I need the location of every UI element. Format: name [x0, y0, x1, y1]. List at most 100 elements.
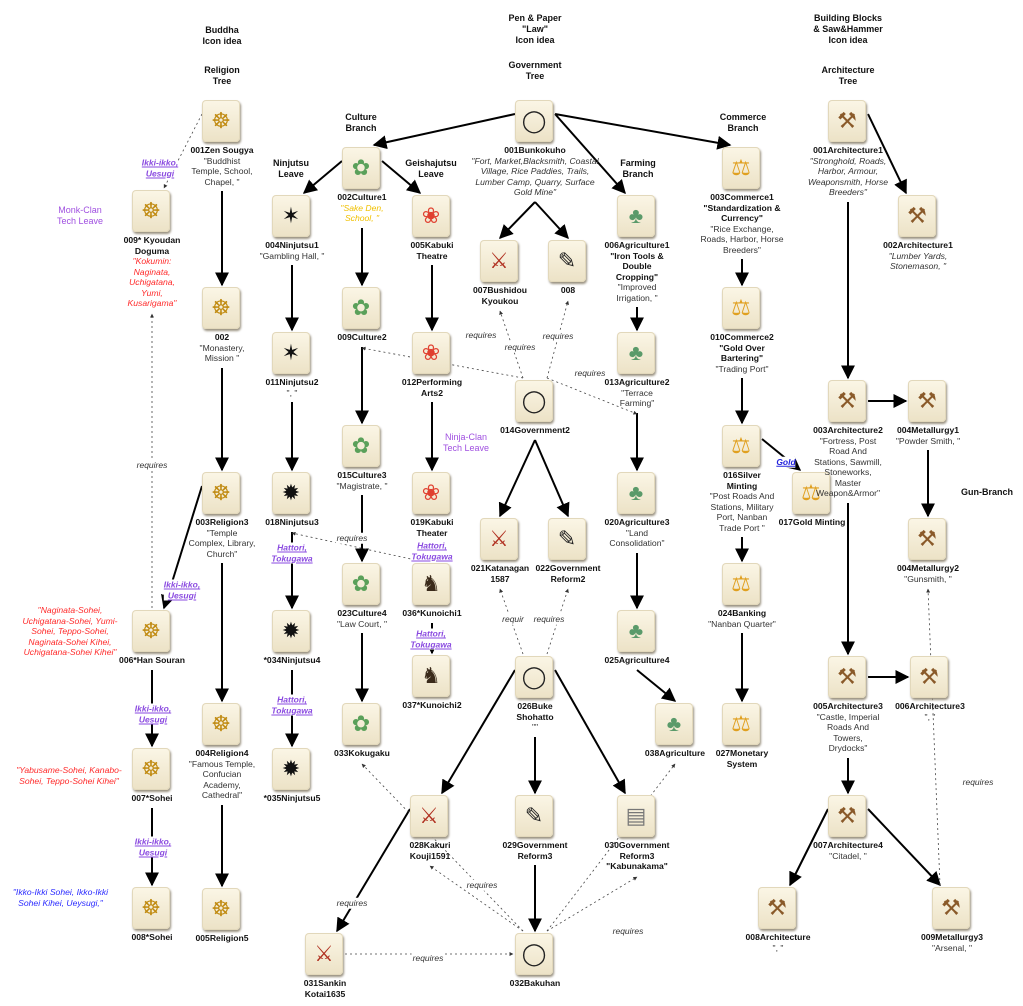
shuriken-icon[interactable]: ✹ — [272, 472, 310, 514]
tech-unlocks: "Castle, Imperial Roads And Towers, Dryd… — [816, 711, 880, 754]
tech-node-label: 032Bakuhan — [510, 978, 561, 989]
rice-ox-icon[interactable]: ♣ — [655, 703, 693, 745]
unlock-arrow-arc1-arc2 — [867, 113, 907, 195]
rice-ox-icon[interactable]: ♣ — [617, 472, 655, 514]
saw-hammer-icon[interactable]: ⚒ — [828, 100, 866, 142]
tech-title: 023Culture4 — [337, 608, 387, 618]
tech-unlocks: ", " — [772, 942, 784, 953]
requires-arrow-gov32-gov30 — [546, 876, 638, 932]
monk-icon[interactable]: ☸ — [132, 190, 170, 232]
bushido-scroll-icon[interactable]: ✎ — [548, 518, 586, 560]
tea-ceremony-icon[interactable]: ✿ — [342, 703, 380, 745]
bushido-scroll-icon[interactable]: ✎ — [515, 795, 553, 837]
monk-icon[interactable]: ☸ — [202, 703, 240, 745]
saw-hammer-icon[interactable]: ⚒ — [828, 795, 866, 837]
enso-scholar-icon[interactable]: ◯ — [515, 933, 553, 975]
shuriken-icon[interactable]: ✹ — [272, 610, 310, 652]
tech-title: 028Kakuri Kouji1591 — [409, 840, 451, 861]
saw-hammer-icon[interactable]: ⚒ — [758, 887, 796, 929]
culture-branch-heading: Culture Branch — [345, 112, 377, 133]
saw-hammer-icon[interactable]: ⚒ — [910, 656, 948, 698]
requires-label: requires — [611, 925, 645, 937]
ikki-ikko-link[interactable]: Ikki-ikko, Uesugi — [134, 836, 172, 858]
requires-label: requires — [335, 897, 369, 909]
requires-label: requires — [465, 879, 499, 891]
ninja-icon[interactable]: ✶ — [272, 195, 310, 237]
monk-icon[interactable]: ☸ — [202, 888, 240, 930]
unlock-arrow-gov1-gov8 — [534, 201, 569, 240]
tech-unlocks: "Rice Exchange, Roads, Harbor, Horse Bre… — [700, 223, 784, 255]
hattori-tokugawa-link[interactable]: Hattori, Tokugawa — [410, 628, 452, 650]
rice-ox-icon[interactable]: ♣ — [617, 195, 655, 237]
tech-title: 009Metallurgy3 — [920, 932, 984, 942]
fox-icon[interactable]: ♞ — [412, 563, 450, 605]
saw-hammer-icon[interactable]: ⚒ — [932, 887, 970, 929]
tech-unlocks: "Gambling Hall, " — [259, 250, 325, 261]
geisha-icon[interactable]: ❀ — [412, 332, 450, 374]
tea-ceremony-icon[interactable]: ✿ — [342, 563, 380, 605]
monk-icon[interactable]: ☸ — [202, 472, 240, 514]
bushido-scroll-icon[interactable]: ✎ — [548, 240, 586, 282]
hattori-tokugawa-link[interactable]: Hattori, Tokugawa — [411, 540, 453, 562]
saw-hammer-icon[interactable]: ⚒ — [828, 380, 866, 422]
monk-icon[interactable]: ☸ — [132, 610, 170, 652]
enso-scholar-icon[interactable]: ◯ — [515, 656, 553, 698]
gold-scales-icon[interactable]: ⚖ — [722, 703, 760, 745]
geisha-icon[interactable]: ❀ — [412, 472, 450, 514]
samurai-icon[interactable]: ⚔ — [410, 795, 448, 837]
tech-node-label: 001Zen Sougya"Buddhist Temple, School, C… — [188, 145, 256, 187]
fox-icon[interactable]: ♞ — [412, 655, 450, 697]
tech-unlocks: "Law Court, " — [336, 618, 388, 629]
samurai-icon[interactable]: ⚔ — [305, 933, 343, 975]
tech-title: 017Gold Minting — [778, 517, 846, 527]
tech-title: 015Culture3 — [337, 470, 387, 480]
gun-branch-heading: Gun-Branch — [960, 487, 1014, 497]
enso-scholar-icon[interactable]: ◯ — [515, 100, 553, 142]
tea-ceremony-icon[interactable]: ✿ — [342, 425, 380, 467]
ninja-icon[interactable]: ✶ — [272, 332, 310, 374]
saw-hammer-icon[interactable]: ⚒ — [908, 518, 946, 560]
tech-node-label: 015Culture3"Magistrate, " — [337, 470, 388, 491]
monk-icon[interactable]: ☸ — [132, 748, 170, 790]
samurai-icon[interactable]: ⚔ — [480, 240, 518, 282]
tech-node-label: 001Architecture1"Stronghold, Roads, Harb… — [806, 145, 890, 198]
tech-node-label: 012Performing Arts2 — [398, 377, 466, 398]
tech-unlocks: "Lumber Yards, Stonemason, " — [888, 250, 948, 272]
monk-icon[interactable]: ☸ — [202, 287, 240, 329]
gold-link[interactable]: Gold — [776, 456, 796, 468]
tea-ceremony-icon[interactable]: ✿ — [342, 147, 380, 189]
hattori-tokugawa-link[interactable]: Hattori, Tokugawa — [271, 694, 313, 716]
ikki-ikko-link[interactable]: Ikki-ikko, Uesugi — [141, 157, 179, 179]
scroll-icon[interactable]: ▤ — [617, 795, 655, 837]
unlock-arrow-gov28-gov31 — [336, 808, 411, 933]
tech-title: 003Commerce1 — [710, 192, 774, 202]
saw-hammer-icon[interactable]: ⚒ — [898, 195, 936, 237]
saw-hammer-icon[interactable]: ⚒ — [828, 656, 866, 698]
tech-node-label: *034Ninjutsu4 — [264, 655, 321, 666]
monk-icon[interactable]: ☸ — [202, 100, 240, 142]
tech-title: 025Agriculture4 — [604, 655, 670, 665]
gold-scales-icon[interactable]: ⚖ — [722, 563, 760, 605]
gold-scales-icon[interactable]: ⚖ — [722, 147, 760, 189]
gold-scales-icon[interactable]: ⚖ — [722, 425, 760, 467]
geisha-icon[interactable]: ❀ — [412, 195, 450, 237]
tech-title: 037*Kunoichi2 — [402, 700, 462, 710]
monk-icon[interactable]: ☸ — [132, 887, 170, 929]
tech-title: 027Monetary System — [715, 748, 769, 769]
enso-scholar-icon[interactable]: ◯ — [515, 380, 553, 422]
shuriken-icon[interactable]: ✹ — [272, 748, 310, 790]
samurai-icon[interactable]: ⚔ — [480, 518, 518, 560]
hattori-tokugawa-link[interactable]: Hattori, Tokugawa — [271, 542, 313, 564]
tech-node-label: 003Architecture2"Fortress, Post Road And… — [813, 425, 883, 499]
ikki-ikko-link[interactable]: Ikki-ikko, Uesugi — [163, 579, 201, 601]
ikki-ikko-link[interactable]: Ikki-ikko, Uesugi — [134, 703, 172, 725]
rice-ox-icon[interactable]: ♣ — [617, 610, 655, 652]
tea-ceremony-icon[interactable]: ✿ — [342, 287, 380, 329]
tech-node-label: 033Kokugaku — [334, 748, 390, 759]
tech-title: 008Architecture — [745, 932, 811, 942]
saw-hammer-icon[interactable]: ⚒ — [908, 380, 946, 422]
gold-scales-icon[interactable]: ⚖ — [722, 287, 760, 329]
rice-ox-icon[interactable]: ♣ — [617, 332, 655, 374]
tech-title: 012Performing Arts2 — [401, 377, 463, 398]
gold-scales-icon[interactable]: ⚖ — [792, 472, 830, 514]
